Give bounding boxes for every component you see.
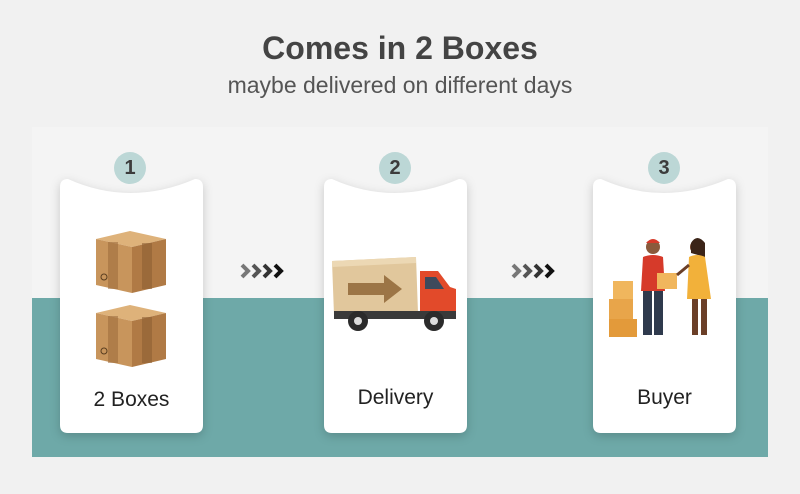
handover-people-icon (609, 238, 711, 337)
step-3-label: Buyer (637, 386, 692, 409)
step-1-card: 2 Boxes (60, 179, 203, 433)
step-3-number: 3 (648, 152, 680, 184)
steps-panel: 1 2 Boxes (32, 127, 768, 457)
chevrons-right-icon (511, 263, 555, 279)
delivery-truck-icon (332, 257, 456, 331)
cardboard-boxes-icon (96, 231, 166, 367)
page-title: Comes in 2 Boxes (262, 30, 538, 66)
step-3-card: Buyer (593, 179, 736, 433)
step-2-number: 2 (379, 152, 411, 184)
chevrons-right-icon (240, 263, 284, 279)
step-2-card: Delivery (324, 179, 467, 433)
step-1-number: 1 (114, 152, 146, 184)
step-2-label: Delivery (357, 386, 434, 409)
step-1-label: 2 Boxes (93, 388, 170, 411)
page-subtitle: maybe delivered on different days (227, 72, 573, 98)
